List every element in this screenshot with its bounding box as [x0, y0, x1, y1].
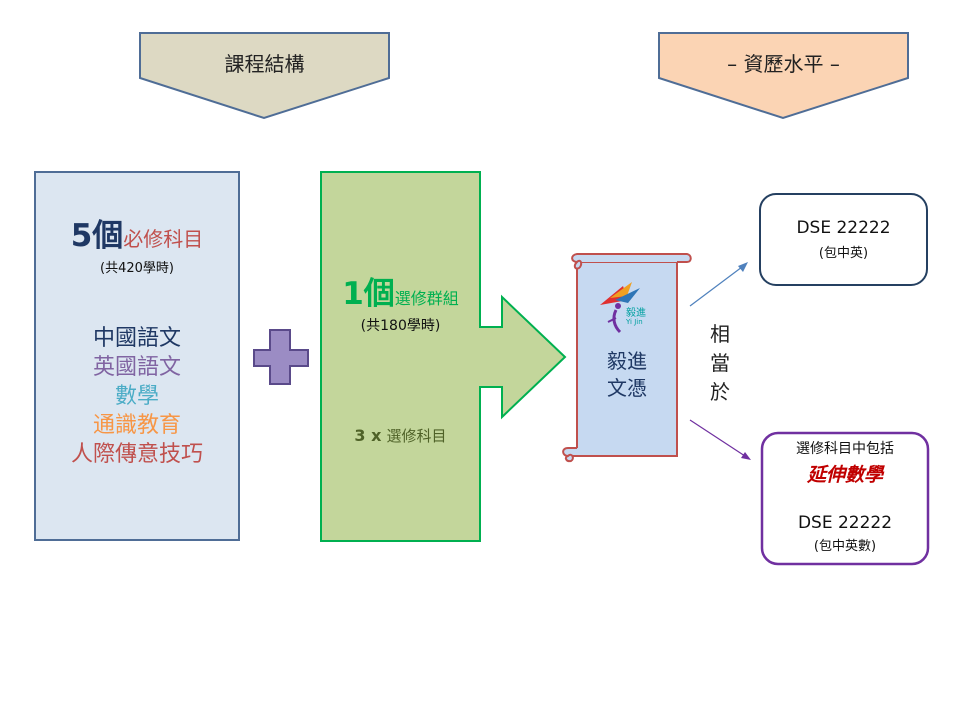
core-heading: 5個必修科目 — [35, 210, 239, 255]
core-hours: (共420學時) — [100, 261, 174, 276]
header-right-label: – 資歷水平 – — [727, 52, 840, 76]
equivalent-char-2: 當 — [710, 351, 730, 375]
plus-icon — [253, 329, 309, 385]
core-subject-liberal-studies: 通識教育 — [92, 413, 181, 438]
result-bottom-box — [760, 431, 930, 566]
result-bottom-line1: 選修科目中包括 — [796, 441, 894, 457]
equivalent-char-1: 相 — [710, 322, 730, 346]
core-subject-english: 英國語文 — [92, 355, 181, 380]
result-top-content: DSE 22222 (包中英) — [760, 218, 927, 261]
diploma-title: 毅進 文憑 — [577, 348, 677, 402]
core-box — [34, 171, 240, 541]
core-subject-list: 中國語文 英國語文 數學 通識教育 人際傳意技巧 — [35, 324, 239, 469]
elective-count: 1個 — [342, 276, 395, 312]
result-bottom-title: DSE 22222 — [797, 513, 893, 533]
diploma-title-line2: 文憑 — [607, 376, 647, 400]
logo-text: 毅進 — [626, 308, 646, 319]
diploma-title-line1: 毅進 — [607, 349, 647, 373]
core-count: 5個 — [70, 218, 124, 254]
result-bottom-highlight: 延伸數學 — [806, 464, 883, 486]
diploma-scroll — [562, 253, 692, 463]
result-top-title: DSE 22222 — [796, 218, 891, 238]
header-left-shape — [139, 32, 390, 120]
result-bottom-sub: (包中英數) — [813, 539, 877, 554]
elective-arrow-shape — [320, 171, 567, 542]
elective-heading: 1個選修群組 — [321, 268, 480, 313]
arrow-to-top-result — [689, 263, 747, 307]
elective-detail: 3 x 選修科目 — [321, 425, 480, 446]
core-subject-math: 數學 — [114, 384, 159, 409]
elective-hours: (共180學時) — [360, 318, 441, 334]
arrow-to-bottom-result — [689, 419, 749, 459]
result-top-sub: (包中英) — [818, 246, 869, 261]
elective-title: 選修群組 — [394, 289, 459, 308]
core-title: 必修科目 — [123, 227, 204, 251]
header-right-shape — [658, 32, 909, 120]
result-bottom-content: 選修科目中包括 延伸數學 DSE 22222 (包中英數) — [762, 438, 928, 554]
elective-detail-text: 選修科目 — [386, 427, 447, 445]
core-subject-chinese: 中國語文 — [92, 326, 181, 351]
equivalent-char-3: 於 — [710, 380, 730, 404]
logo-sub-text: Yi Jin — [626, 318, 643, 326]
equivalent-text: 相 當 於 — [705, 320, 735, 407]
elective-content: 1個選修群組 (共180學時) 3 x 選修科目 — [321, 268, 480, 446]
core-content: 5個必修科目 (共420學時) 中國語文 英國語文 數學 通識教育 人際傳意技巧 — [35, 210, 239, 469]
elective-detail-num: 3 x — [354, 426, 382, 445]
header-left-label: 課程結構 — [224, 52, 305, 76]
result-top-box — [759, 193, 928, 286]
yijin-logo-icon — [600, 282, 640, 334]
core-subject-communication: 人際傳意技巧 — [70, 442, 203, 467]
